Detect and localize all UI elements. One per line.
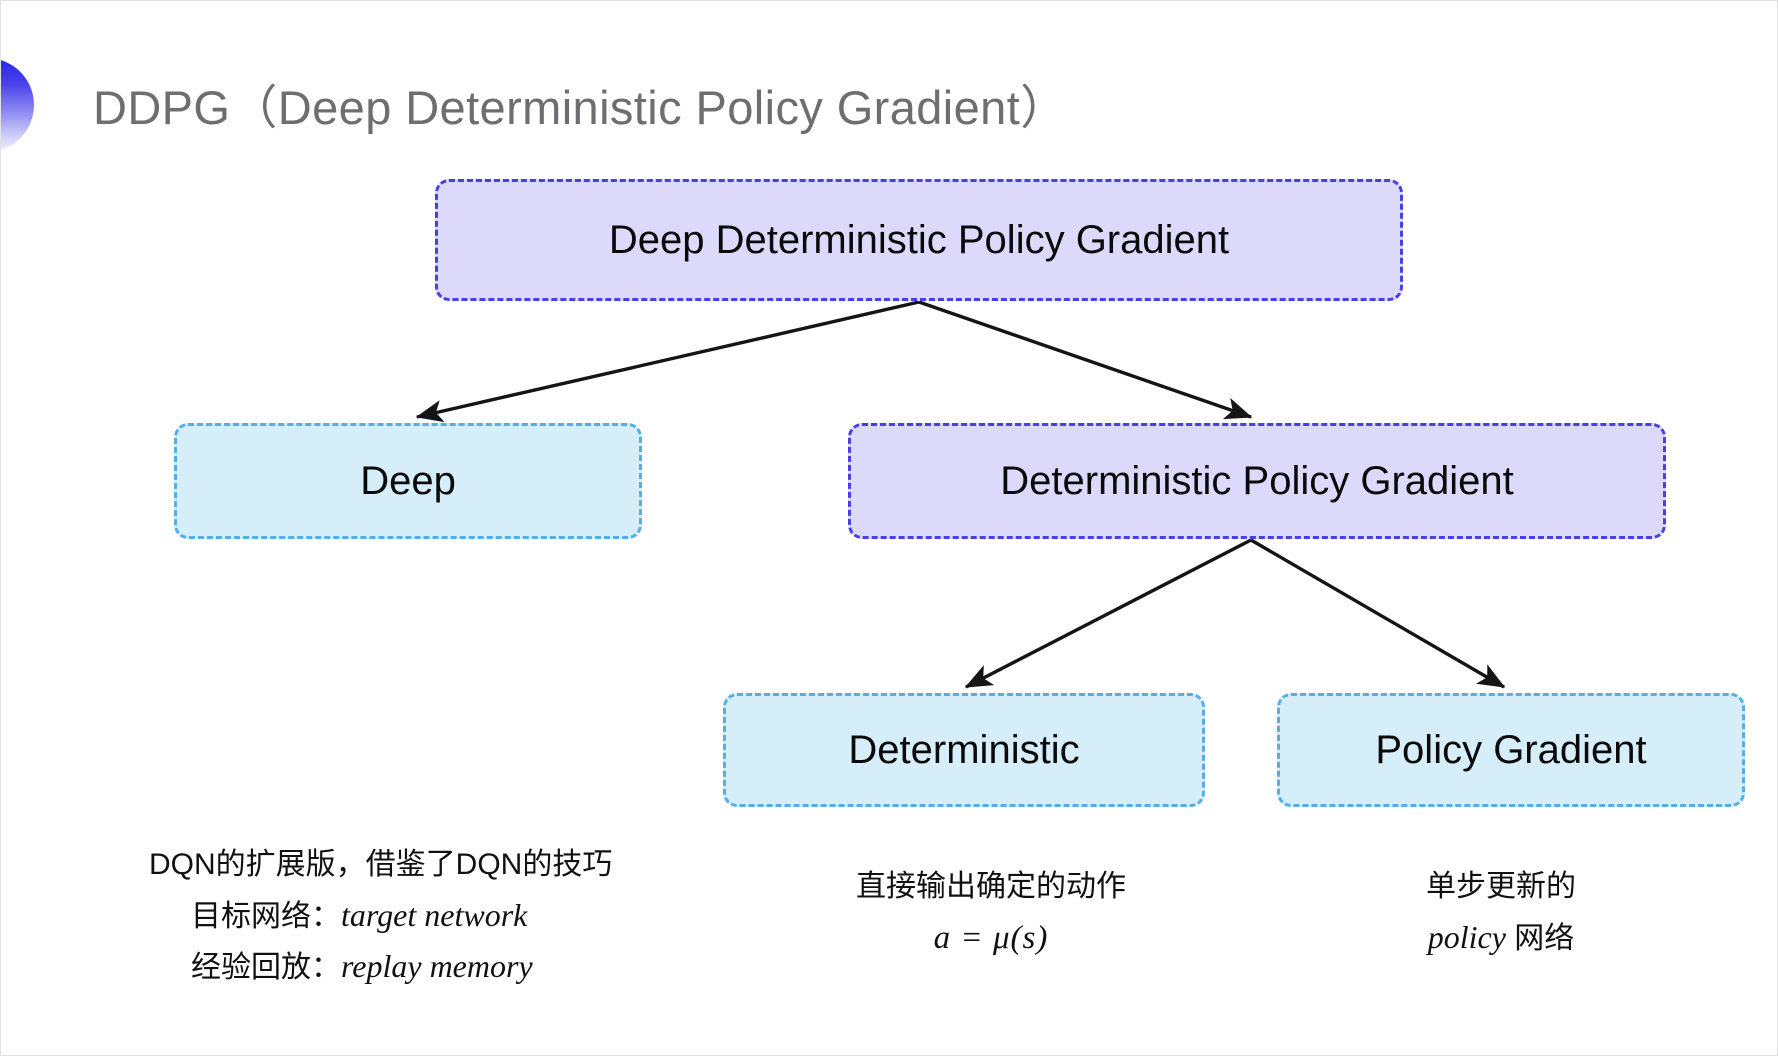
caption-deep-line2: 目标网络：target network — [149, 890, 612, 942]
node-policy-gradient[interactable]: Policy Gradient — [1277, 693, 1745, 807]
caption-deep: DQN的扩展版，借鉴了DQN的技巧 目标网络：target network 经验… — [149, 841, 612, 993]
node-deterministic-policy-gradient[interactable]: Deterministic Policy Gradient — [848, 423, 1666, 539]
caption-policy-gradient-line1: 单步更新的 — [1426, 870, 1576, 903]
caption-policy-gradient: 单步更新的 policy 网络 — [1426, 863, 1576, 963]
node-deep-deterministic-policy-gradient[interactable]: Deep Deterministic Policy Gradient — [435, 179, 1403, 301]
caption-deep-line2-term: target network — [341, 896, 528, 933]
caption-deterministic: 直接输出确定的动作 a = μ(s) — [856, 863, 1126, 965]
node-deterministic[interactable]: Deterministic — [723, 693, 1205, 807]
caption-policy-gradient-term: policy — [1427, 918, 1506, 955]
caption-deep-line1: DQN的扩展版，借鉴了DQN的技巧 — [149, 848, 613, 881]
caption-deep-line3-term: replay memory — [341, 948, 533, 985]
edge-dpg-policy-gradient — [1250, 538, 1506, 689]
page-title: DDPG（Deep Deterministic Policy Gradient） — [93, 81, 1068, 134]
caption-deterministic-formula: a = μ(s) — [933, 919, 1049, 956]
caption-deterministic-line1: 直接输出确定的动作 — [856, 870, 1126, 903]
caption-policy-gradient-label: 网络 — [1514, 921, 1575, 955]
caption-policy-gradient-line2: policy 网络 — [1426, 912, 1576, 964]
caption-deep-line3-label: 经验回放： — [191, 951, 341, 985]
edge-root-dpg — [918, 300, 1253, 420]
node-deep[interactable]: Deep — [174, 423, 642, 539]
edge-root-deep — [415, 300, 920, 423]
caption-deep-line3: 经验回放：replay memory — [149, 941, 612, 993]
edge-dpg-deterministic — [964, 538, 1252, 689]
caption-deep-line2-label: 目标网络： — [191, 899, 341, 933]
half-circle-bullet-icon — [1, 58, 34, 152]
